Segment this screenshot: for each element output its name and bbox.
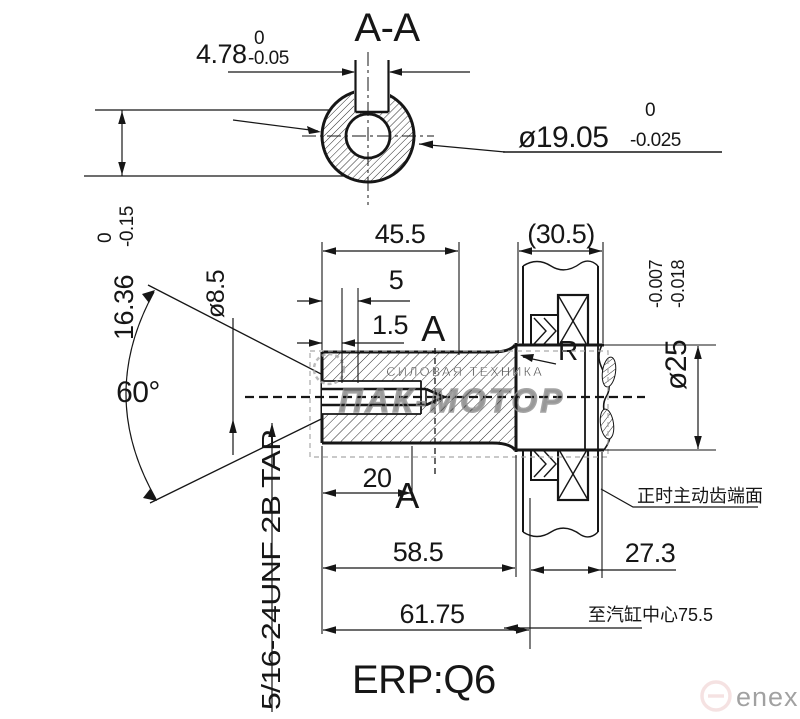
arrowhead	[118, 111, 126, 124]
dim-shaft-length: 45.5	[323, 219, 458, 255]
gear-break-bottom	[522, 527, 599, 538]
fillet-label: R	[558, 335, 578, 366]
dim-length-mid: 58.5	[323, 537, 515, 572]
dim-journal-tol-upper: -0.007	[646, 259, 666, 308]
arrowhead	[419, 140, 433, 149]
dim-shaft-length-value: 45.5	[375, 219, 426, 249]
dim-keyway-depth-tol-lower: -0.15	[117, 206, 138, 247]
front-dimensions: 45.5 (30.5) 5 1.5 ø8.	[202, 219, 763, 712]
dim-keyway-width-value: 4.78	[196, 39, 247, 69]
dim-pto-diameter-tol-upper: 0	[645, 100, 655, 121]
note-gear-face: 正时主动齿端面	[600, 486, 763, 508]
dim-pto-diameter-value: ø19.05	[518, 121, 608, 154]
dim-keyway-depth-tol-upper: 0	[95, 233, 116, 243]
dim-pto-diameter: ø19.05 0 -0.025	[418, 100, 722, 154]
hole-mask	[322, 389, 444, 405]
dim-thread-depth-value: 20	[362, 463, 391, 493]
dim-thread-depth: 20	[323, 463, 411, 497]
break-lens-bottom	[599, 408, 615, 440]
dim-keyway-depth-value: 16.36	[109, 275, 139, 340]
dim-journal-tol-lower: -0.018	[668, 259, 688, 308]
arrowhead	[520, 354, 534, 362]
brand-name: enex	[736, 682, 799, 712]
dim-length-gear: 27.3	[531, 538, 676, 574]
front-view: 60°	[116, 260, 645, 538]
erp-label: ERP:Q6	[352, 658, 496, 702]
dim-tap-drill: ø8.5	[202, 270, 237, 455]
note-cylinder-center-text: 至汽缸中心75.5	[588, 604, 713, 625]
arrowhead	[307, 126, 321, 134]
shaft-top-edge	[322, 344, 517, 354]
gear-break-top	[522, 260, 599, 271]
shaft-bottom-edge	[322, 441, 517, 451]
break-lens-top	[601, 356, 617, 388]
dim-countersink-angle: 60°	[116, 376, 160, 409]
dim-thread-spec-value: 5/16-24UNF 2B TAP	[256, 430, 286, 710]
dim-relief-long: 5	[297, 265, 410, 305]
section-view-a-a: 4.78 0 -0.05 A-A 16.36 0 -0.15 ø19.05 0	[84, 6, 722, 340]
arrowhead	[143, 489, 157, 501]
section-title: A-A	[354, 6, 420, 50]
dim-gear-width-ref: (30.5)	[519, 219, 602, 255]
angle-arc	[125, 291, 157, 500]
watermark-line2: ПАК-МОТОР	[339, 382, 565, 419]
dim-relief-short-value: 1.5	[372, 310, 408, 340]
dim-keyway-width: 4.78 0 -0.05	[196, 28, 470, 76]
arrowhead	[142, 290, 155, 303]
brand-watermark: enex	[700, 680, 799, 712]
dim-thread-spec: 5/16-24UNF 2B TAP	[256, 423, 286, 712]
arrowhead	[389, 68, 402, 76]
dim-length-gear-value: 27.3	[625, 538, 676, 568]
dim-gear-width-ref-value: (30.5)	[527, 219, 595, 249]
keyway-slot-mask	[354, 82, 390, 112]
dim-journal-diameter: ø25 -0.007 -0.018	[646, 259, 702, 449]
arrowhead	[118, 162, 126, 175]
dim-keyway-width-tol-lower: -0.05	[248, 48, 289, 69]
dim-tap-drill-value: ø8.5	[202, 270, 230, 318]
dim-keyway-depth: 16.36 0 -0.15	[95, 110, 139, 340]
dim-pto-diameter-tol-lower: -0.025	[630, 130, 681, 151]
dim-length-overall-value: 61.75	[399, 599, 464, 629]
section-marker-top: A	[421, 308, 445, 349]
note-cylinder-center: 至汽缸中心75.5	[504, 604, 713, 632]
timing-gear	[522, 260, 599, 538]
brand-logo-circle	[700, 680, 732, 712]
dim-relief-long-value: 5	[389, 265, 404, 295]
watermark-logo-circle	[312, 352, 346, 386]
leader-keyway	[232, 119, 321, 134]
dim-journal-diameter-value: ø25	[660, 340, 693, 390]
dim-length-overall: 61.75	[323, 599, 529, 634]
dim-length-mid-value: 58.5	[393, 537, 444, 567]
center-watermark: СИЛОВАЯ ТЕХНИКА ПАК-МОТОР	[309, 350, 609, 458]
dim-relief-short: 1.5	[297, 310, 409, 347]
arrowhead	[342, 68, 355, 76]
note-gear-face-text: 正时主动齿端面	[637, 486, 763, 506]
dim-keyway-width-tol-upper: 0	[254, 28, 264, 49]
watermark-line1: СИЛОВАЯ ТЕХНИКА	[386, 364, 544, 379]
